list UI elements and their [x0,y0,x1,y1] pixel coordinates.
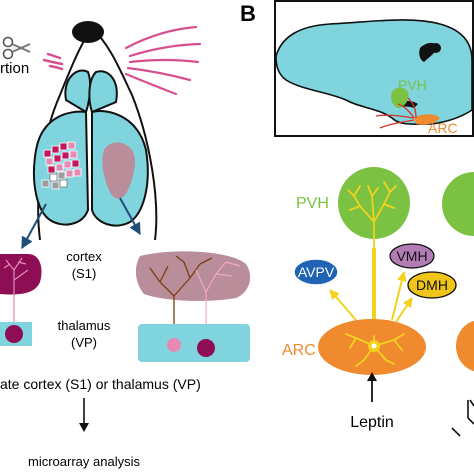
right-thalamus-nucleus-dark [197,339,215,357]
right-axon-arbor-pink [195,261,241,346]
brain-projection-lines [375,97,417,129]
brain-pvh-region [391,87,409,108]
leptin-label: Leptin [350,414,394,431]
vmh-node [389,243,435,269]
arc-node-right-partial [456,320,474,372]
scissors-icon [2,36,31,60]
cortex-label: cortex [66,249,102,264]
right-thalamus-nucleus-pink [167,338,181,352]
arrow-to-thalamus-slice [119,197,141,236]
arrow-to-cortex-slice [21,203,47,250]
vmh-label: VMH [396,248,427,264]
right-cortex-slice [135,251,251,301]
leptin-arrowhead [367,372,377,381]
thalamic-projection-region [102,142,135,199]
cortex-sub-label: (S1) [72,266,97,281]
left-thalamus-nucleus [5,325,23,343]
brain-pvh-label: PVH [398,77,427,93]
right-thalamus-slice [138,324,250,362]
avpv-node [293,258,339,286]
nose [72,21,104,43]
whiskers [42,25,202,96]
pvh-node-right-partial [442,172,474,236]
pvh-neuron-dendrites [347,181,397,251]
dmh-label: DMH [416,277,448,293]
right-axon-arbor-brown [149,255,213,346]
thalamus-sub-label: (VP) [71,335,97,350]
panel-b: B PVH ARC PVH AVPV [240,0,474,437]
panel-letter-b: B [240,1,256,26]
isolate-label: ate cortex (S1) or thalamus (VP) [0,376,201,392]
dmh-node [407,271,457,299]
arc-projection-arrows [329,271,413,323]
left-cortex-slice [0,254,42,295]
olfactory-bulb-right [88,70,118,114]
partial-right-marks [451,399,474,437]
arc-label: ARC [282,342,316,359]
analysis-label: microarray analysis [28,454,140,469]
brain-arc-label: ARC [428,120,458,136]
left-neuron-arbor [3,257,29,334]
arc-neuron-nucleus [371,343,377,349]
avpv-label: AVPV [298,264,335,280]
lesion-label: rtion [0,60,29,77]
brain-arc-region [414,114,440,125]
olfactory-bulb-left [64,69,92,114]
panel-a: rtion [0,21,251,469]
barrel-field [41,141,82,190]
pvh-label: PVH [296,195,329,212]
pvh-node [338,167,410,239]
thalamus-label: thalamus [58,318,111,333]
